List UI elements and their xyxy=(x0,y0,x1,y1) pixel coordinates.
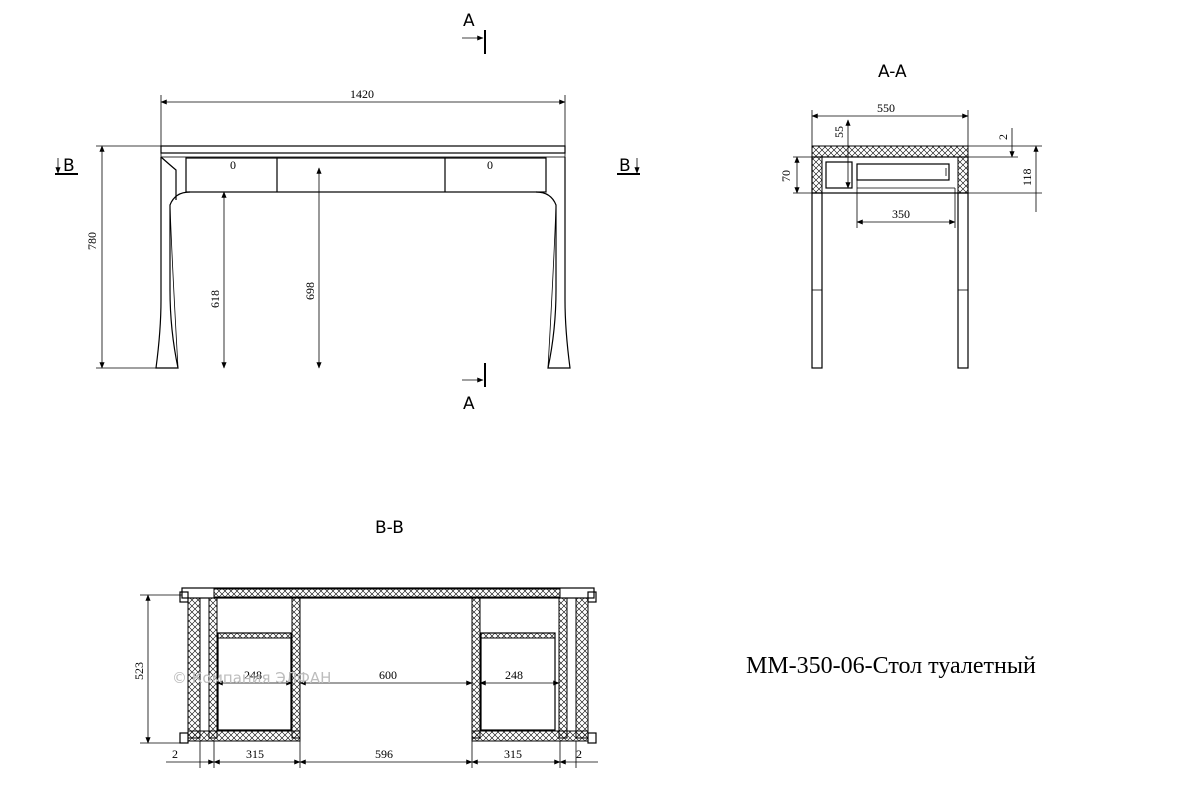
section-a-a: A-A 550 55 70 2 xyxy=(779,62,1042,369)
dim-bottom-315-left: 315 xyxy=(246,747,264,761)
dim-bottom-315-right: 315 xyxy=(504,747,522,761)
dim-118: 118 xyxy=(1020,168,1034,186)
dim-55: 55 xyxy=(832,126,846,138)
dim-698: 698 xyxy=(303,282,317,300)
dim-618: 618 xyxy=(208,290,222,308)
dim-523: 523 xyxy=(132,662,146,680)
section-b-b: B-B 523 248 600 248 xyxy=(132,518,598,768)
dim-bottom-2-right: 2 xyxy=(576,747,582,761)
dim-2: 2 xyxy=(996,134,1010,140)
section-a-a-label: A-A xyxy=(878,62,907,82)
dim-middle-600: 600 xyxy=(379,668,397,682)
dim-depth-550: 550 xyxy=(877,101,895,115)
section-b-b-label: B-B xyxy=(375,518,404,538)
dim-inner-left-248: 248 xyxy=(244,668,262,682)
section-mark-b-right: B xyxy=(619,156,631,176)
dim-70: 70 xyxy=(779,170,793,182)
front-view: 0 0 1420 780 618 698 A A B B xyxy=(55,11,640,414)
dim-bottom-596: 596 xyxy=(375,747,393,761)
dim-350: 350 xyxy=(892,207,910,221)
dim-width-1420: 1420 xyxy=(350,87,374,101)
dim-bottom-2-left: 2 xyxy=(172,747,178,761)
drawer-knob-left: 0 xyxy=(230,158,236,172)
dim-height-780: 780 xyxy=(85,232,99,250)
section-mark-a-top: A xyxy=(463,11,475,31)
watermark: © Компания ЭЛФАН xyxy=(172,669,331,687)
drawer-knob-right: 0 xyxy=(487,158,493,172)
section-mark-a-bottom: A xyxy=(463,394,475,414)
drawing-title: ММ-350-06-Стол туалетный xyxy=(746,653,1036,679)
section-mark-b-left: B xyxy=(63,156,75,176)
dim-inner-right-248: 248 xyxy=(505,668,523,682)
